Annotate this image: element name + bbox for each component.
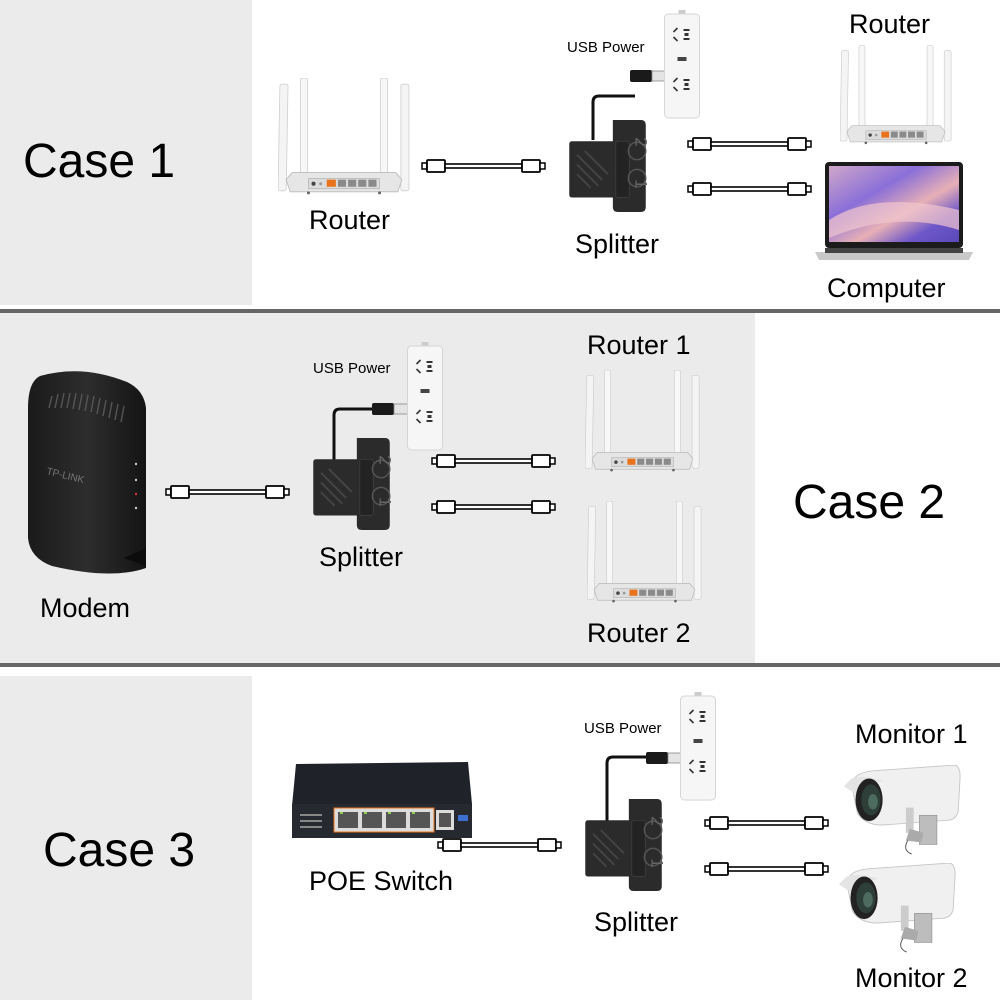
ethernet-cable-icon [686,181,813,197]
case-3-dest2-label: Monitor 2 [855,963,968,993]
section-divider [0,309,1000,313]
laptop-icon [815,162,973,260]
splitter-port-1: 1 [647,858,667,868]
ethernet-cable-icon [430,453,557,469]
poe-switch-icon [292,762,472,838]
ethernet-cable-icon [430,499,557,515]
splitter-port-1: 1 [375,497,395,507]
splitter-icon [311,438,392,530]
case-3-dest1-label: Monitor 1 [855,719,968,749]
usb-cable-icon [605,755,654,825]
power-strip-icon [664,10,700,120]
router-icon [840,45,952,145]
router-icon [278,78,410,195]
splitter-icon [567,120,648,212]
camera-icon [838,863,956,953]
case-1-title-panel [0,0,252,305]
ethernet-cable-icon [437,837,562,853]
usb-plug-icon [372,402,412,416]
case-1-panel: Case 1 Router USB Power 2 1 Splitter Rou… [0,0,1000,307]
case-1-dest2-label: Computer [827,273,946,303]
splitter-port-2: 2 [631,137,651,147]
case-3-splitter-label: Splitter [594,907,679,937]
case-3-source-label: POE Switch [309,866,454,896]
case-2-splitter-label: Splitter [319,542,404,572]
ethernet-cable-icon [421,158,546,174]
camera-icon [843,765,961,855]
ethernet-cable-icon [165,484,290,500]
case-2-title: Case 2 [793,476,946,529]
case-3-panel: Case 3 POE Switch USB Power 2 1 Splitter… [0,667,1000,1000]
case-3-title: Case 3 [43,824,196,877]
splitter-icon [583,799,664,891]
case-2-source-label: Modem [40,593,131,623]
case-1-usb-power-label: USB Power [567,39,645,56]
case-3-title-panel [0,676,252,1000]
section-divider [0,663,1000,667]
router-icon [585,370,700,472]
ethernet-cable-icon [703,815,830,831]
ethernet-cable-icon [686,136,813,152]
router-icon [587,501,702,603]
case-2-dest1-label: Router 1 [587,330,691,360]
splitter-port-1: 1 [631,179,651,189]
power-strip-icon [407,342,443,452]
usb-cable-icon [591,94,635,140]
case-1-splitter-label: Splitter [575,229,660,259]
case-2-panel: Case 2 TP-LINK Modem USB Power [0,313,1000,663]
case-2-usb-power-label: USB Power [313,360,391,377]
usb-cable-icon [332,407,378,469]
power-strip-icon [680,692,716,802]
case-1-source-label: Router [309,205,391,235]
case-3-usb-power-label: USB Power [584,720,662,737]
case-2-dest2-label: Router 2 [587,618,691,648]
splitter-port-2: 2 [647,816,667,826]
ethernet-cable-icon [703,861,830,877]
splitter-port-2: 2 [375,455,395,465]
case-1-title: Case 1 [23,135,176,188]
modem-icon: TP-LINK [28,371,146,574]
case-1-dest1-label: Router [849,9,931,39]
